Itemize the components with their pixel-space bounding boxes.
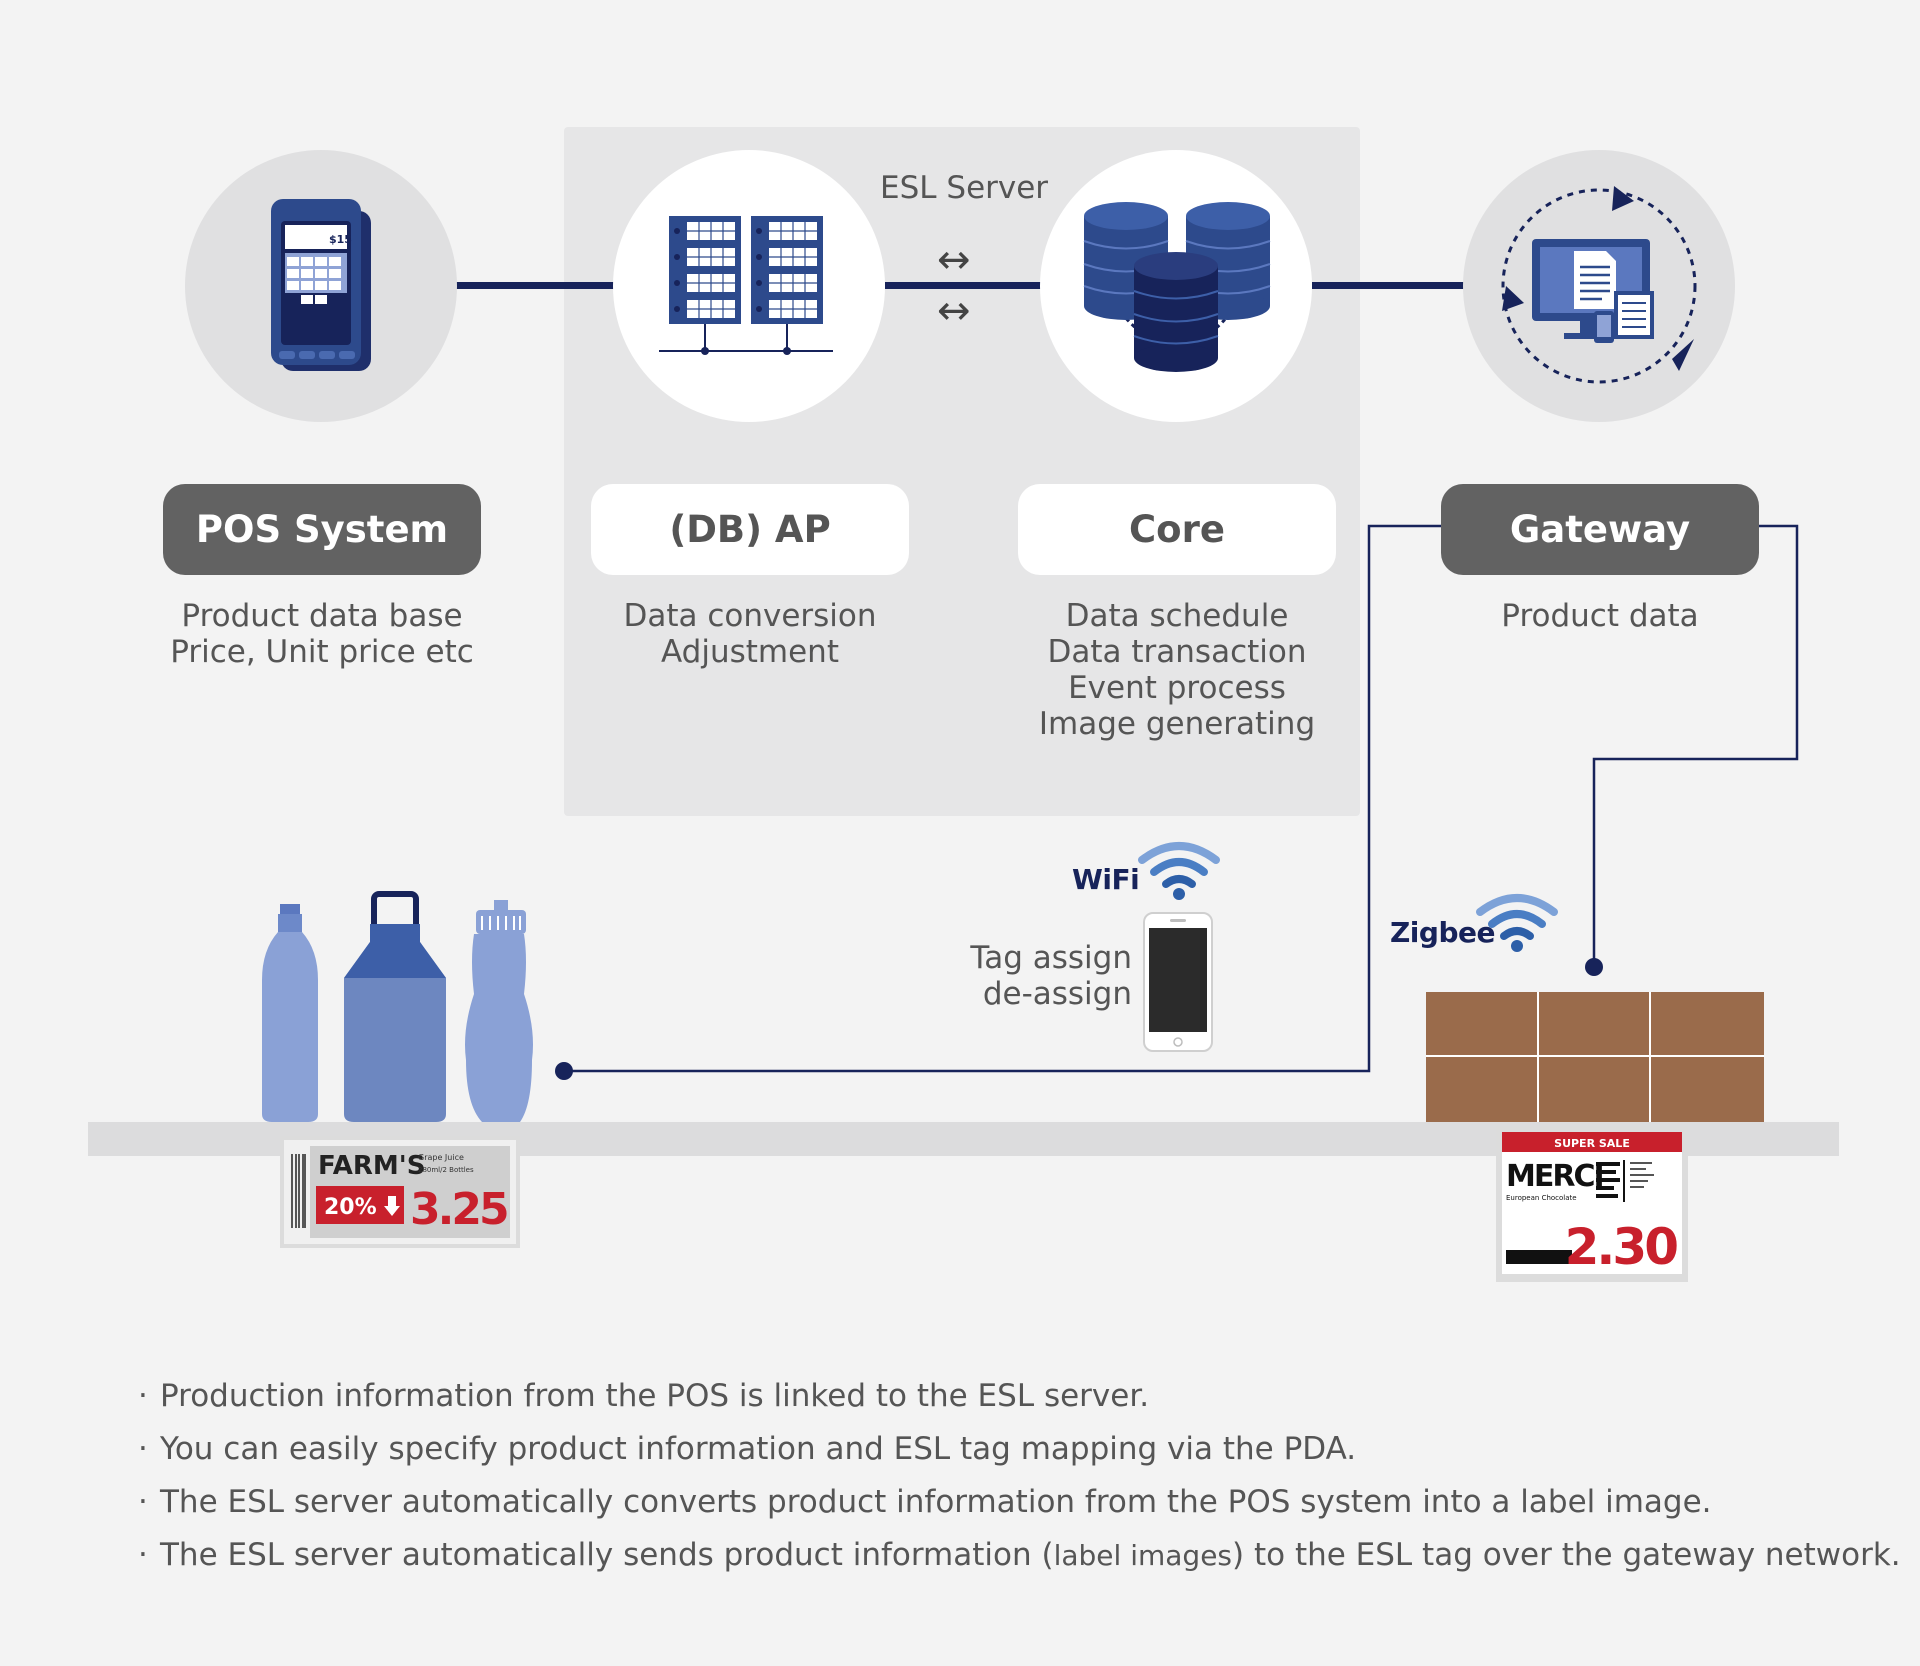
ap-label: (DB) AP	[591, 484, 909, 575]
connector-pos-ap	[455, 282, 615, 289]
right-tag-subtitle: European Chocolate	[1506, 1194, 1577, 1202]
pos-description: Product data base Price, Unit price etc	[122, 598, 522, 670]
wifi-icon	[1138, 842, 1220, 900]
core-desc-line: Data transaction	[1047, 634, 1307, 670]
gateway-desc-line: Product data	[1501, 598, 1699, 634]
gateway-label: Gateway	[1441, 484, 1759, 575]
esl-tag-right: SUPER SALE MERCI European Chocolate 2.30	[1496, 1126, 1688, 1282]
ap-desc-line: Data conversion	[623, 598, 877, 634]
pos-desc-line: Price, Unit price etc	[170, 634, 474, 670]
sync-monitor-icon	[1501, 186, 1697, 384]
note-item: · Production information from the POS is …	[138, 1370, 1901, 1423]
note-text: Production information from the POS is l…	[160, 1378, 1150, 1414]
pos-desc-line: Product data base	[181, 598, 463, 634]
note-text: ) to the ESL tag over the gateway networ…	[1232, 1537, 1901, 1573]
bullet-icon: ·	[138, 1484, 148, 1520]
core-node-circle	[1040, 150, 1312, 422]
bottles-illustration	[262, 891, 533, 1122]
database-icon	[1083, 202, 1271, 372]
core-desc-line: Data schedule	[1065, 598, 1289, 634]
left-tag-brand: FARM'S	[318, 1151, 425, 1181]
pda-caption-line: Tag assign	[970, 940, 1132, 976]
pos-system-label: POS System	[163, 484, 481, 575]
zigbee-wireless-icon	[1476, 894, 1558, 952]
ap-node-circle	[613, 150, 885, 422]
pos-node-circle: $15	[185, 150, 457, 422]
pos-terminal-icon: $15	[271, 199, 371, 371]
core-label: Core	[1018, 484, 1336, 575]
pda-caption: Tag assign de-assign	[930, 940, 1132, 1012]
left-tag-discount: 20%	[324, 1195, 377, 1220]
notes-list: · Production information from the POS is …	[138, 1370, 1901, 1582]
ap-description: Data conversion Adjustment	[550, 598, 950, 670]
gateway-description: Product data	[1400, 598, 1800, 634]
note-item: · You can easily specify product informat…	[138, 1423, 1901, 1476]
left-tag-detail: 280ml/2 Bottles	[418, 1166, 474, 1174]
right-tag-brand: MERCI	[1506, 1159, 1603, 1194]
note-text: You can easily specify product informati…	[160, 1431, 1357, 1467]
svg-text:$15: $15	[329, 233, 352, 246]
connector-core-gateway	[1312, 282, 1467, 289]
down-arrow-icon	[384, 1196, 400, 1216]
pda-caption-line: de-assign	[982, 976, 1132, 1012]
bidirectional-arrow-icon: ↔	[937, 237, 971, 283]
core-description: Data schedule Data transaction Event pro…	[977, 598, 1377, 742]
esl-tag-left: FARM'S Grape Juice 280ml/2 Bottles 20% 3…	[280, 1136, 520, 1248]
left-tag-price: 3.25	[410, 1184, 507, 1235]
note-item: · The ESL server automatically converts p…	[138, 1476, 1901, 1529]
bidirectional-arrow-icon: ↔	[937, 288, 971, 334]
ap-desc-line: Adjustment	[661, 634, 839, 670]
bullet-icon: ·	[138, 1537, 148, 1573]
server-rack-icon	[659, 216, 833, 355]
left-tag-product: Grape Juice	[418, 1153, 464, 1162]
right-tag-price: 2.30	[1565, 1218, 1678, 1276]
pda-phone-icon	[1143, 912, 1213, 1052]
bullet-icon: ·	[138, 1378, 148, 1414]
gateway-node-circle	[1463, 150, 1735, 422]
right-tag-banner: SUPER SALE	[1554, 1137, 1630, 1150]
note-text: The ESL server automatically converts pr…	[160, 1484, 1712, 1520]
wifi-label: WiFi	[1072, 863, 1140, 896]
product-boxes-illustration	[1426, 992, 1764, 1122]
core-desc-line: Event process	[1068, 670, 1286, 706]
note-text: The ESL server automatically sends produ…	[160, 1537, 1054, 1573]
note-item: · The ESL server automatically sends prod…	[138, 1529, 1901, 1582]
connector-ap-core	[885, 282, 1042, 289]
esl-server-title: ESL Server	[880, 170, 1049, 206]
bullet-icon: ·	[138, 1431, 148, 1467]
zigbee-label: Zigbee	[1390, 916, 1495, 949]
note-text-small: label images	[1053, 1539, 1233, 1572]
core-desc-line: Image generating	[1038, 706, 1316, 742]
